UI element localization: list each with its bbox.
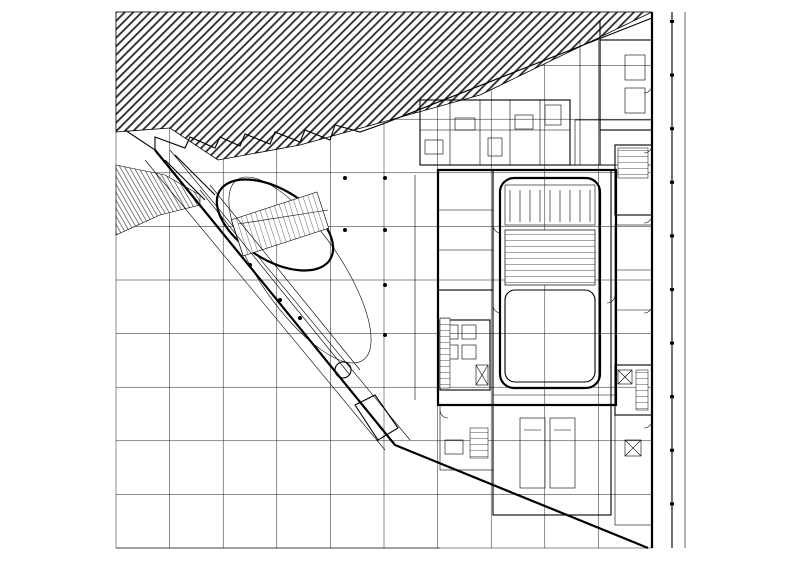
auditorium-seating — [504, 229, 596, 286]
facade-mullion — [670, 20, 674, 23]
sawtooth-edge — [124, 124, 381, 152]
east-rooms — [574, 39, 653, 416]
oval-atrium-inner — [215, 178, 335, 272]
column-grid-dots — [248, 176, 387, 337]
facade-mullion — [670, 180, 674, 184]
entrance-vestibule — [354, 394, 399, 441]
building-outline-diagonal — [154, 149, 649, 550]
building-outline-diagonal-inner — [144, 159, 386, 451]
facade-mullion — [670, 341, 674, 345]
building-outline-top-slope — [379, 17, 653, 126]
facade-mullion — [670, 73, 674, 77]
facade-mullion — [670, 234, 674, 238]
round-column — [334, 361, 352, 379]
partition-lines — [414, 20, 615, 515]
service-rooms-west — [437, 169, 494, 391]
east-facade-mullions — [670, 20, 674, 506]
north-service-block — [419, 99, 571, 166]
hatched-exterior-region — [115, 11, 653, 161]
facade-mullion — [670, 288, 674, 291]
facade-mullion — [670, 395, 674, 399]
ramp-rails — [164, 154, 361, 376]
facade-mullion — [670, 502, 674, 506]
oval-seating-tiers — [230, 191, 330, 257]
auditorium-block — [436, 168, 618, 407]
building-outline-diagonal-inner2 — [169, 149, 411, 441]
facade-mullion — [670, 448, 674, 452]
facade-mullion — [670, 127, 674, 131]
door-swings — [439, 84, 653, 429]
